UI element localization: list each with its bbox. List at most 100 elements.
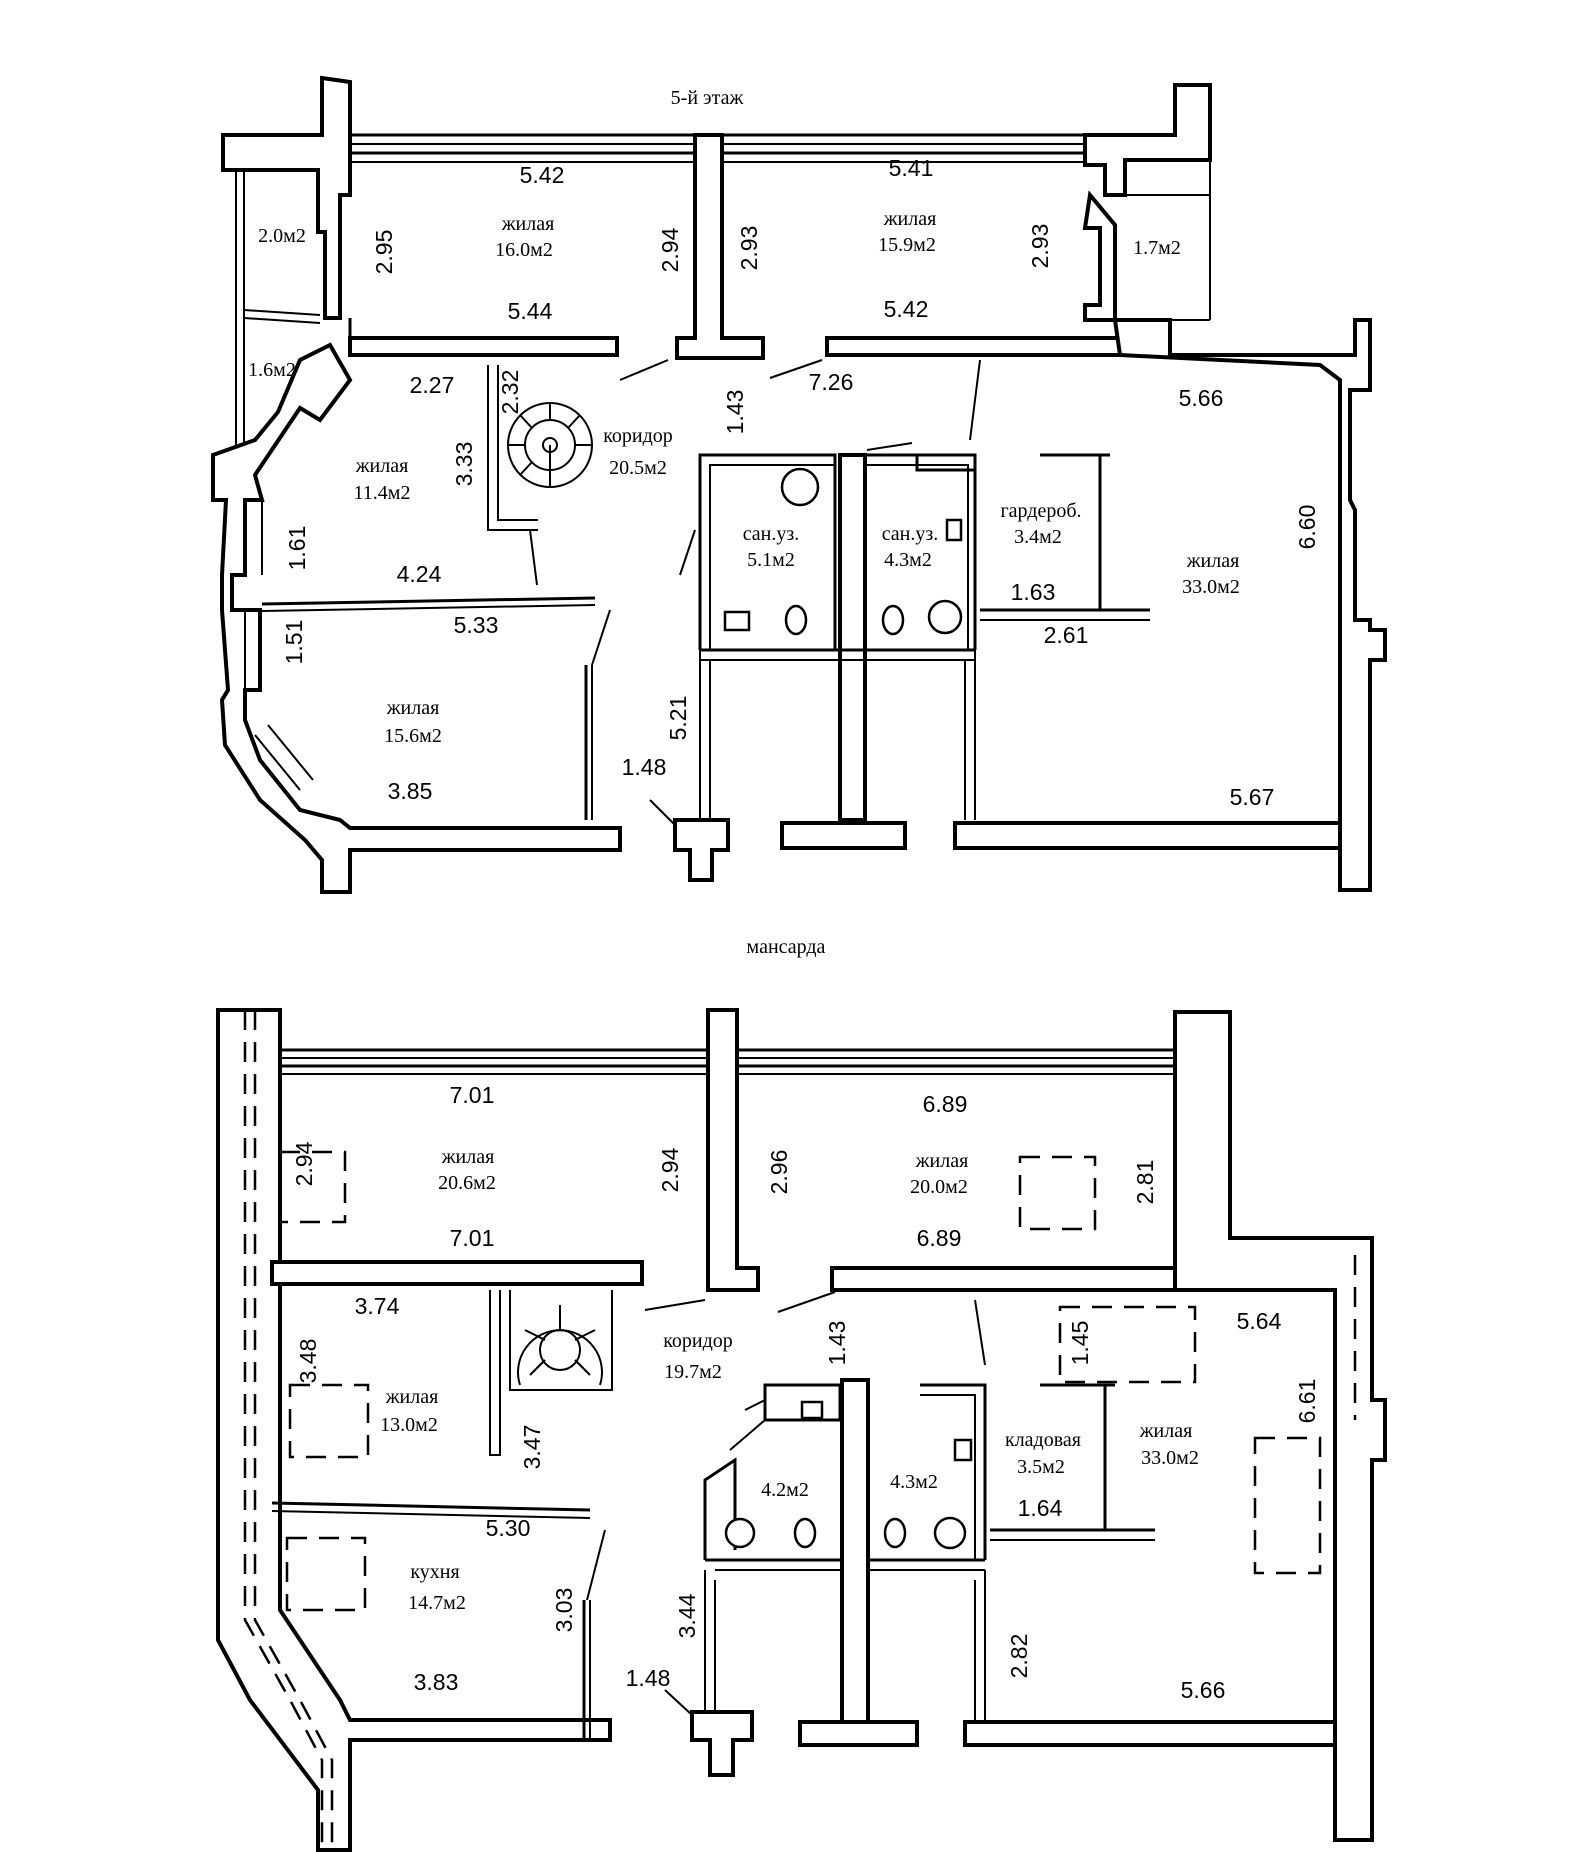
- room-name: сан.уз.: [882, 523, 939, 545]
- dimension-label: 6.89: [917, 1225, 962, 1251]
- room-area: 20.5м2: [609, 457, 667, 479]
- room-area: 4.3м2: [890, 1471, 938, 1493]
- dimension-label: 2.61: [1044, 622, 1089, 648]
- dimension-label: 1.48: [626, 1665, 671, 1691]
- room-name: кладовая: [1005, 1429, 1081, 1451]
- room-area: 4.2м2: [761, 1479, 809, 1501]
- room-area: 1.6м2: [248, 359, 296, 381]
- west-balconies: [235, 170, 321, 450]
- room-area: 15.9м2: [878, 234, 936, 256]
- room-area: 19.7м2: [664, 1361, 722, 1383]
- room-name: жилая: [355, 455, 409, 477]
- dimension-label: 2.94: [291, 1141, 317, 1186]
- dimension-label: 2.81: [1132, 1160, 1158, 1205]
- room-name: сан.уз.: [743, 523, 800, 545]
- floor5-dimensions: 5.42 5.41 2.95 2.94 2.93 2.93 5.44 5.42 …: [281, 155, 1320, 810]
- dimension-label: 7.01: [450, 1082, 495, 1108]
- room-area: 14.7м2: [408, 1592, 466, 1614]
- dimension-label: 1.43: [722, 390, 748, 435]
- dimension-label: 5.66: [1179, 385, 1224, 411]
- dimension-label: 5.33: [454, 612, 499, 638]
- room-name: жилая: [883, 208, 937, 230]
- dimension-label: 5.44: [508, 298, 553, 324]
- room-name: жилая: [1139, 1420, 1193, 1442]
- bathrooms-block-attic: [703, 1378, 987, 1742]
- room-area: 2.0м2: [258, 225, 306, 247]
- wall-south-pier: [673, 818, 730, 882]
- room-name: коридор: [663, 1330, 733, 1352]
- attic-wall-west: [216, 1008, 612, 1852]
- dimension-label: 1.63: [1011, 579, 1056, 605]
- attic-wall-ne-room-south: [830, 1266, 1177, 1292]
- dimension-label: 1.51: [281, 620, 307, 665]
- dimension-label: 3.74: [355, 1293, 400, 1319]
- room-name: жилая: [441, 1146, 495, 1168]
- attic-plan: мансарда: [216, 936, 1387, 1852]
- dimension-label: 5.21: [665, 696, 691, 741]
- dimension-label: 5.66: [1181, 1677, 1226, 1703]
- wall-east: [1112, 318, 1387, 892]
- dimension-label: 1.64: [1018, 1495, 1063, 1521]
- dimension-label: 3.44: [674, 1593, 700, 1638]
- room-area: 1.7м2: [1133, 237, 1181, 259]
- dimension-label: 4.24: [397, 561, 442, 587]
- floor5-labels: жилая 16.0м2 жилая 15.9м2 2.0м2 1.7м2 1.…: [248, 208, 1240, 747]
- wall-nw-room-south: [348, 336, 619, 357]
- dimension-label: 2.27: [410, 372, 455, 398]
- dimension-label: 5.64: [1237, 1308, 1282, 1334]
- wardrobe-walls: [980, 453, 1150, 621]
- room-name: гардероб.: [1000, 500, 1081, 522]
- room-area: 3.5м2: [1017, 1456, 1065, 1478]
- attic-storage-walls: [582, 1383, 1155, 1740]
- dimension-label: 2.95: [371, 230, 397, 275]
- dimension-label: 2.94: [657, 1147, 683, 1192]
- room-area: 33.0м2: [1141, 1447, 1199, 1469]
- wall-ne-pier: [1082, 190, 1117, 322]
- attic-wall-south-east: [963, 1720, 1337, 1747]
- room-area: 5.1м2: [747, 549, 795, 571]
- dimension-label: 2.93: [1027, 224, 1053, 269]
- dimension-label: 6.89: [923, 1091, 968, 1117]
- dimension-label: 2.94: [657, 227, 683, 272]
- dimension-label: 5.30: [486, 1515, 531, 1541]
- room-area: 33.0м2: [1182, 576, 1240, 598]
- room-area: 20.0м2: [910, 1176, 968, 1198]
- room-area: 13.0м2: [380, 1414, 438, 1436]
- dimension-label: 2.93: [736, 226, 762, 271]
- dimension-label: 5.41: [889, 155, 934, 181]
- attic-wall-nw-room-south: [270, 1260, 644, 1286]
- wall-central-pier: [675, 133, 765, 360]
- room-name: жилая: [386, 697, 440, 719]
- wall-ne: [1083, 83, 1212, 197]
- dimension-label: 1.48: [622, 754, 667, 780]
- wall-south-mid: [780, 821, 907, 850]
- spiral-stair-attic: [489, 1290, 986, 1456]
- dimension-label: 6.61: [1294, 1379, 1320, 1424]
- dimension-label: 3.47: [519, 1425, 545, 1470]
- attic-wall-ne: [1173, 1010, 1387, 1842]
- dimension-label: 7.01: [450, 1225, 495, 1251]
- room-area: 15.6м2: [384, 725, 442, 747]
- dimension-label: 1.43: [824, 1321, 850, 1366]
- room-area: 20.6м2: [438, 1172, 496, 1194]
- dimension-label: 7.26: [809, 369, 854, 395]
- floor5-title: 5-й этаж: [671, 87, 744, 109]
- dimension-label: 5.42: [884, 296, 929, 322]
- bathrooms-block-5: [698, 453, 977, 822]
- room-area: 4.3м2: [884, 549, 932, 571]
- attic-title: мансарда: [747, 936, 826, 958]
- dimension-label: 6.60: [1294, 505, 1320, 550]
- dimension-label: 3.85: [388, 778, 433, 804]
- attic-dimensions: 7.01 6.89 2.94 2.94 2.96 2.81 7.01 6.89 …: [291, 1082, 1320, 1703]
- wall-ne-room-south: [825, 336, 1122, 357]
- dimension-label: 5.42: [520, 162, 565, 188]
- attic-wall-central: [706, 1008, 760, 1292]
- attic-wall-south-pier: [690, 1710, 754, 1777]
- spiral-stair-5: [487, 359, 823, 586]
- west-windows: [244, 500, 314, 791]
- room-area: 11.4м2: [354, 482, 411, 504]
- wall-w-rooms: [261, 596, 596, 606]
- dimension-label: 5.67: [1230, 784, 1275, 810]
- floor5-plan: 5-й этаж: [211, 75, 1387, 894]
